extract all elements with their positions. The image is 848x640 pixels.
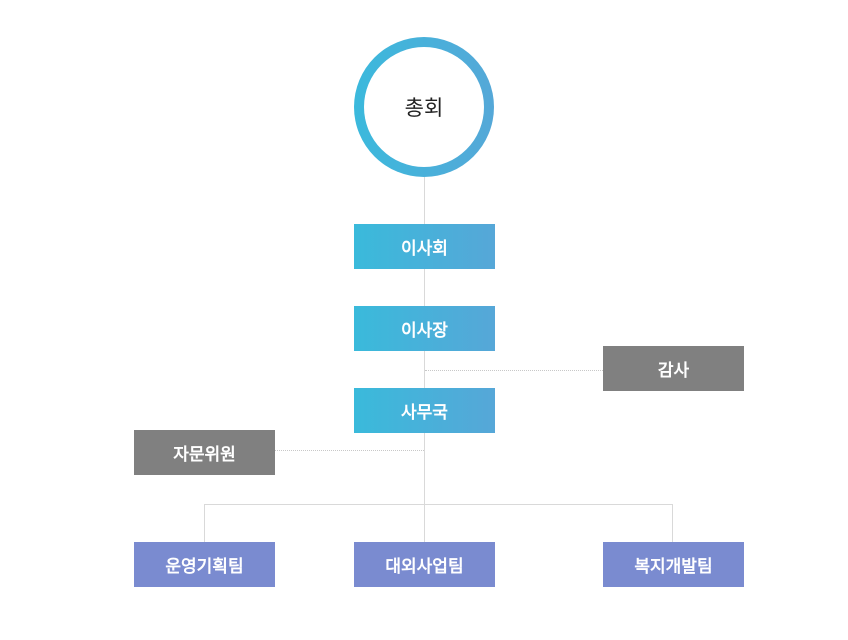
secretariat-node: 사무국 <box>354 388 495 433</box>
team-node-welfare-development: 복지개발팀 <box>603 542 744 587</box>
chairman-node: 이사장 <box>354 306 495 351</box>
connector-team-right <box>672 504 673 542</box>
advisory-committee-node: 자문위원 <box>134 430 275 475</box>
connector-advisory <box>275 450 424 451</box>
team-node-external-affairs: 대외사업팀 <box>354 542 495 587</box>
connector-main-vertical <box>424 177 425 542</box>
connector-audit <box>425 370 603 371</box>
general-assembly-label: 총회 <box>364 47 484 167</box>
connector-team-left <box>204 504 205 542</box>
board-of-directors-node: 이사회 <box>354 224 495 269</box>
team-node-operations-planning: 운영기획팀 <box>134 542 275 587</box>
connector-teams-horizontal <box>204 504 673 505</box>
audit-node: 감사 <box>603 346 744 391</box>
general-assembly-node: 총회 <box>354 37 494 177</box>
